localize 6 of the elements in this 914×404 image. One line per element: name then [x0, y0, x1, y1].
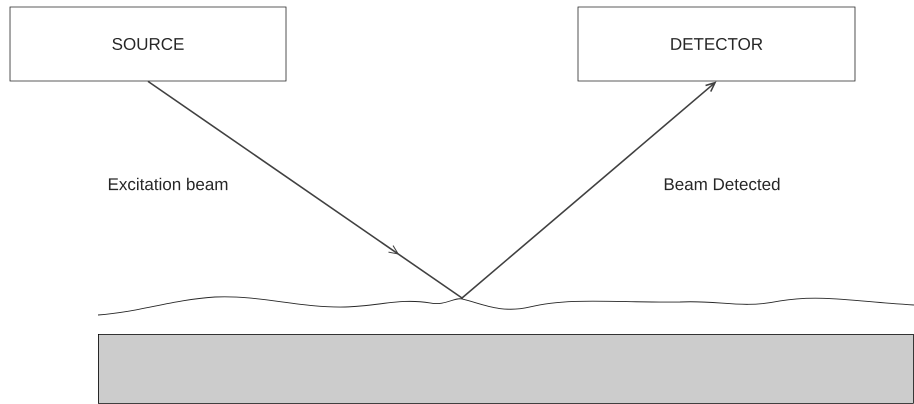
label-box: DETECTOR: [578, 6, 856, 82]
label-box: SOURCE: [10, 6, 286, 82]
edge-label: Excitation beam: [106, 176, 230, 192]
sample-block: [98, 334, 914, 404]
edge-label: Beam Detected: [662, 176, 782, 192]
beam-arrow: [461, 81, 716, 299]
